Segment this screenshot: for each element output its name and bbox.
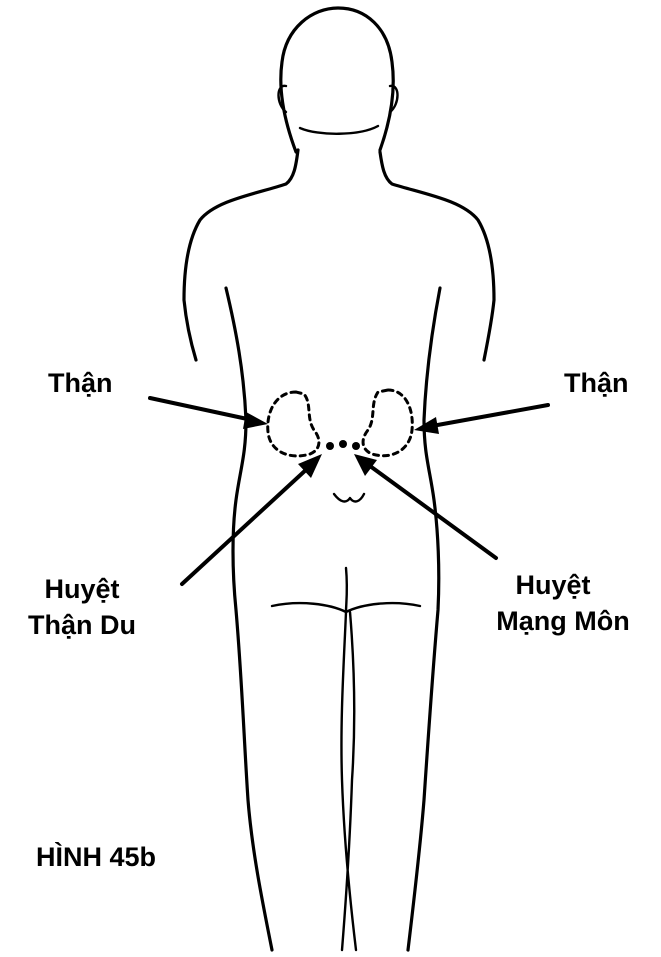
arrow-than-du	[182, 454, 322, 584]
sacral-mark	[334, 494, 364, 501]
neck-hint	[300, 126, 378, 134]
label-kidney-left: Thận	[48, 368, 113, 398]
label-kidney-right: Thận	[564, 368, 629, 398]
body-outline	[184, 150, 494, 360]
inner-leg-lines	[341, 612, 356, 950]
head-outline	[281, 8, 393, 152]
gluteal-cleft	[346, 568, 347, 612]
figure-caption: HÌNH 45b	[36, 841, 156, 872]
left-side-outline	[226, 288, 272, 950]
right-side-outline	[408, 288, 440, 950]
point-dot	[326, 442, 334, 450]
label-than-du-line1: Huyệt	[44, 574, 119, 604]
point-dot	[339, 440, 347, 448]
arrow-kidney-right	[414, 405, 548, 434]
kidney-right-icon	[363, 390, 412, 456]
label-mang-mon-line1: Huyệt	[515, 570, 590, 600]
point-dot	[352, 442, 360, 450]
human-back-outline-icon	[184, 8, 494, 950]
arrow-kidney-left	[150, 398, 268, 429]
kidney-left-icon	[268, 392, 319, 456]
acupoint-dots	[326, 440, 360, 450]
label-mang-mon-line2: Mạng Môn	[496, 606, 629, 636]
arrow-mang-mon	[354, 454, 496, 558]
label-than-du-line2: Thận Du	[28, 610, 136, 640]
